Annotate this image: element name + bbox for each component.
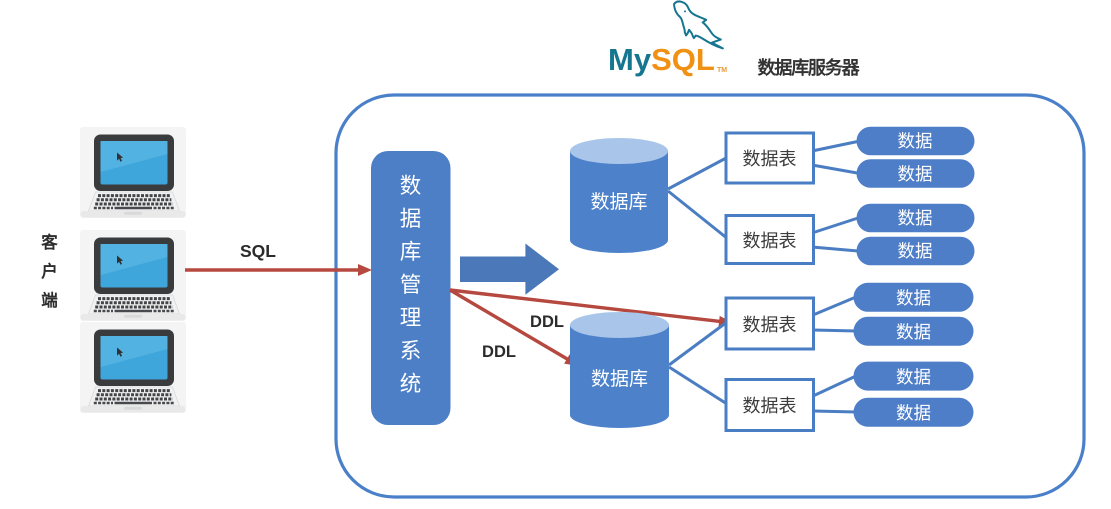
table-label-2: 数据表 [742,230,797,251]
data-label-4: 数据 [897,241,933,262]
dbms-label: 数据库管理系统 [399,174,422,396]
data-label-2: 数据 [897,163,933,184]
server-boundary-box [334,93,1086,499]
database-cylinder-2 [570,312,669,428]
ddl-upper-label: DDL [530,312,564,331]
data-pill-5 [853,282,974,312]
ddl-lower-label: DDL [482,342,516,361]
sql-arrow-label: SQL [240,240,276,261]
mysql-dolphin-icon [673,0,724,50]
data-label-6: 数据 [896,321,931,342]
data-pill-3 [856,203,975,233]
table-label-4: 数据表 [742,396,797,416]
mysql-wordmark-my: My [608,42,652,77]
data-pill-6 [853,316,974,346]
data-pill-8 [853,397,974,427]
table-label-3: 数据表 [742,314,797,335]
dbms-box [371,151,451,425]
data-pill-7 [853,361,974,391]
data-pill-1 [856,126,975,156]
client-laptop-icon-1 [78,125,188,220]
table-box-4 [724,378,815,432]
client-label: 客户端 [41,234,58,310]
data-pill-4 [856,236,975,266]
connector-lines [667,139,861,414]
table-label-1: 数据表 [742,149,797,169]
data-pill-2 [856,159,975,188]
data-label-3: 数据 [897,208,933,229]
client-laptop-icon-2 [78,228,188,323]
sql-arrow [185,264,372,276]
database-label-1: 数据库 [590,191,648,213]
client-laptop-icon-3 [78,320,188,415]
data-label-7: 数据 [896,366,931,387]
table-box-2 [724,214,815,265]
mysql-wordmark-sql: SQL [651,42,715,77]
mysql-wordmark-tm: TM [717,67,728,74]
data-label-1: 数据 [897,131,933,152]
table-box-3 [724,296,815,351]
data-label-5: 数据 [896,287,931,308]
table-box-1 [724,131,815,185]
server-label: 数据库服务器 [757,57,860,78]
database-label-2: 数据库 [590,368,648,390]
data-label-8: 数据 [896,402,931,423]
block-arrow [460,243,559,295]
database-cylinder-1 [570,138,668,253]
